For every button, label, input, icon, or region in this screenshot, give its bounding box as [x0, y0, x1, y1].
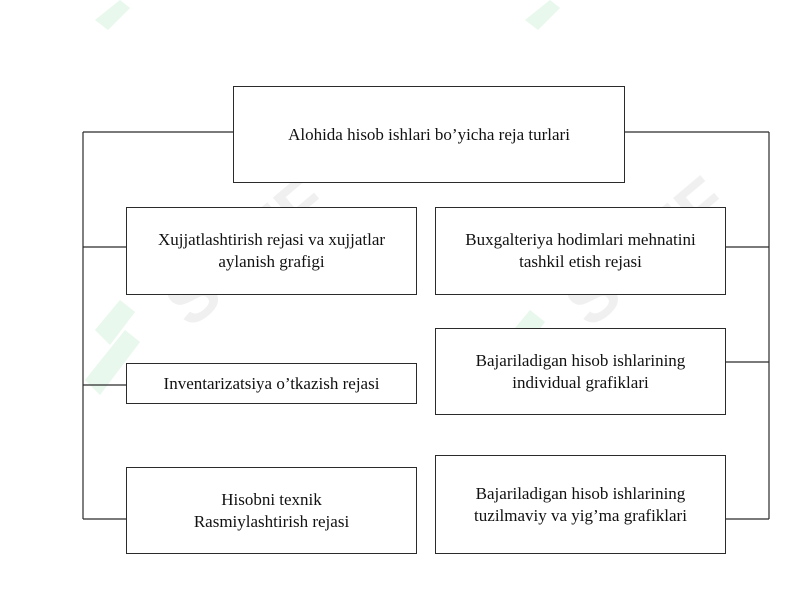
root-box: Alohida hisob ishlari bo’yicha reja turl… [233, 86, 625, 183]
right-box-1-label: Buxgalteriya hodimlari mehnatini tashkil… [465, 230, 696, 271]
right-box-2: Bajariladigan hisob ishlarining individu… [435, 328, 726, 415]
left-box-1-label: Xujjatlashtirish rejasi va xujjatlar ayl… [157, 230, 386, 271]
right-box-3-label: Bajariladigan hisob ishlarining tuzilmav… [474, 483, 687, 525]
root-label: Alohida hisob ishlari bo’yicha reja turl… [288, 124, 570, 144]
right-box-2-label: Bajariladigan hisob ishlarining individu… [475, 350, 686, 392]
right-box-1: Buxgalteriya hodimlari mehnatini tashkil… [435, 207, 726, 295]
left-box-3: Hisobni texnik Rasmiylashtirish rejasi [126, 467, 417, 554]
right-box-3: Bajariladigan hisob ishlarining tuzilmav… [435, 455, 726, 554]
left-box-2: Inventarizatsiya o’tkazish rejasi [126, 363, 417, 404]
left-box-1: Xujjatlashtirish rejasi va xujjatlar ayl… [126, 207, 417, 295]
left-box-2-label: Inventarizatsiya o’tkazish rejasi [163, 373, 380, 393]
left-box-3-label: Hisobni texnik Rasmiylashtirish rejasi [193, 489, 350, 531]
